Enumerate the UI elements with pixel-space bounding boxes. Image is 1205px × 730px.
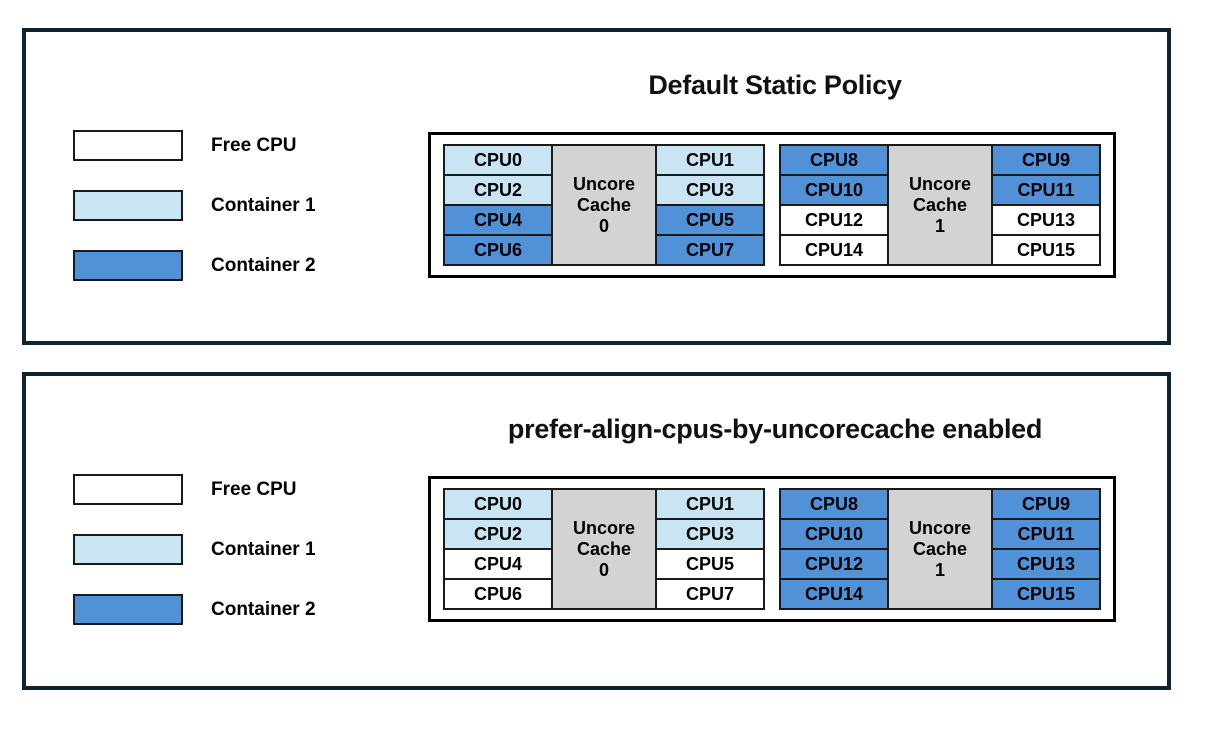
cpu-cell: CPU11 [991,518,1101,550]
legend: Free CPU Container 1 Container 2 [73,474,316,654]
uncore-cache-label-line: Cache [912,194,968,215]
uncore-cache-label-line: Uncore [908,517,971,538]
legend-row-container-1: Container 1 [73,534,316,565]
cpu-cell: CPU6 [443,578,553,610]
cpu-cell: CPU6 [443,234,553,266]
cpu-cell: CPU3 [655,174,765,206]
uncore-cache-label-line: 0 [598,215,609,236]
cpu-cell: CPU1 [655,488,765,520]
uncore-cache-label-line: Uncore [572,173,635,194]
container-2-swatch [73,594,183,625]
panel-title: Default Static Policy [648,70,902,100]
uncore-cache-group-1: CPU8 CPU10 CPU12 CPU14 Uncore Cache 1 CP… [779,144,1101,266]
uncore-cache-label-line: 1 [934,215,945,236]
uncore-cache-label-line: 1 [934,559,945,580]
uncore-cache-label-line: Cache [912,538,968,559]
cpu-cell: CPU14 [779,578,889,610]
cpu-cell: CPU2 [443,174,553,206]
legend-label: Container 2 [211,254,316,276]
cpu-cell: CPU8 [779,488,889,520]
legend-row-free-cpu: Free CPU [73,130,316,161]
cpu-cell: CPU3 [655,518,765,550]
cpu-cell: CPU9 [991,144,1101,176]
container-2-swatch [73,250,183,281]
legend-label: Free CPU [211,478,297,500]
cpu-cell: CPU7 [655,578,765,610]
uncore-cache-label-line: Uncore [908,173,971,194]
uncore-cache-label-line: Cache [576,194,632,215]
cpu-cell: CPU2 [443,518,553,550]
cpu-topology-diagram: CPU0 CPU2 CPU4 CPU6 Uncore Cache 0 CPU1 … [428,132,1116,278]
cpu-cell: CPU4 [443,204,553,236]
cpu-cell: CPU13 [991,548,1101,580]
legend-row-container-2: Container 2 [73,250,316,281]
cpu-cell: CPU5 [655,548,765,580]
cpu-cell: CPU15 [991,578,1101,610]
uncore-cache-label-line: 0 [598,559,609,580]
legend-label: Container 1 [211,538,316,560]
uncore-cache-0-box: Uncore Cache 0 [551,144,657,266]
legend-label: Container 1 [211,194,316,216]
cpu-cell: CPU8 [779,144,889,176]
legend-label: Free CPU [211,134,297,156]
cpu-column-left: CPU0 CPU2 CPU4 CPU6 [443,144,553,266]
container-1-swatch [73,534,183,565]
legend-row-container-1: Container 1 [73,190,316,221]
uncore-cache-group-1: CPU8 CPU10 CPU12 CPU14 Uncore Cache 1 CP… [779,488,1101,610]
cpu-cell: CPU10 [779,174,889,206]
uncore-cache-0-box: Uncore Cache 0 [551,488,657,610]
uncore-cache-1-box: Uncore Cache 1 [887,144,993,266]
free-cpu-swatch [73,474,183,505]
container-1-swatch [73,190,183,221]
panel-prefer-align-uncorecache: prefer-align-cpus-by-uncorecache enabled… [22,372,1171,690]
cpu-cell: CPU7 [655,234,765,266]
legend: Free CPU Container 1 Container 2 [73,130,316,310]
free-cpu-swatch [73,130,183,161]
cpu-column-left: CPU8 CPU10 CPU12 CPU14 [779,144,889,266]
cpu-cell: CPU10 [779,518,889,550]
cpu-cell: CPU0 [443,144,553,176]
uncore-cache-label-line: Cache [576,538,632,559]
cpu-column-left: CPU8 CPU10 CPU12 CPU14 [779,488,889,610]
cpu-column-right: CPU1 CPU3 CPU5 CPU7 [655,488,765,610]
uncore-cache-group-0: CPU0 CPU2 CPU4 CPU6 Uncore Cache 0 CPU1 … [443,488,765,610]
cpu-column-right: CPU9 CPU11 CPU13 CPU15 [991,488,1101,610]
cpu-column-right: CPU1 CPU3 CPU5 CPU7 [655,144,765,266]
panel-title: prefer-align-cpus-by-uncorecache enabled [507,414,1043,444]
uncore-cache-label-line: Uncore [572,517,635,538]
cpu-cell: CPU1 [655,144,765,176]
cpu-topology-diagram: CPU0 CPU2 CPU4 CPU6 Uncore Cache 0 CPU1 … [428,476,1116,622]
cpu-cell: CPU13 [991,204,1101,236]
cpu-column-left: CPU0 CPU2 CPU4 CPU6 [443,488,553,610]
legend-row-container-2: Container 2 [73,594,316,625]
cpu-column-right: CPU9 CPU11 CPU13 CPU15 [991,144,1101,266]
cpu-cell: CPU4 [443,548,553,580]
cpu-cell: CPU5 [655,204,765,236]
legend-label: Container 2 [211,598,316,620]
cpu-cell: CPU12 [779,548,889,580]
legend-row-free-cpu: Free CPU [73,474,316,505]
cpu-cell: CPU12 [779,204,889,236]
uncore-cache-1-box: Uncore Cache 1 [887,488,993,610]
uncore-cache-group-0: CPU0 CPU2 CPU4 CPU6 Uncore Cache 0 CPU1 … [443,144,765,266]
panel-default-static-policy: Default Static Policy Free CPU Container… [22,28,1171,345]
cpu-cell: CPU15 [991,234,1101,266]
cpu-cell: CPU11 [991,174,1101,206]
cpu-cell: CPU14 [779,234,889,266]
cpu-cell: CPU9 [991,488,1101,520]
cpu-cell: CPU0 [443,488,553,520]
